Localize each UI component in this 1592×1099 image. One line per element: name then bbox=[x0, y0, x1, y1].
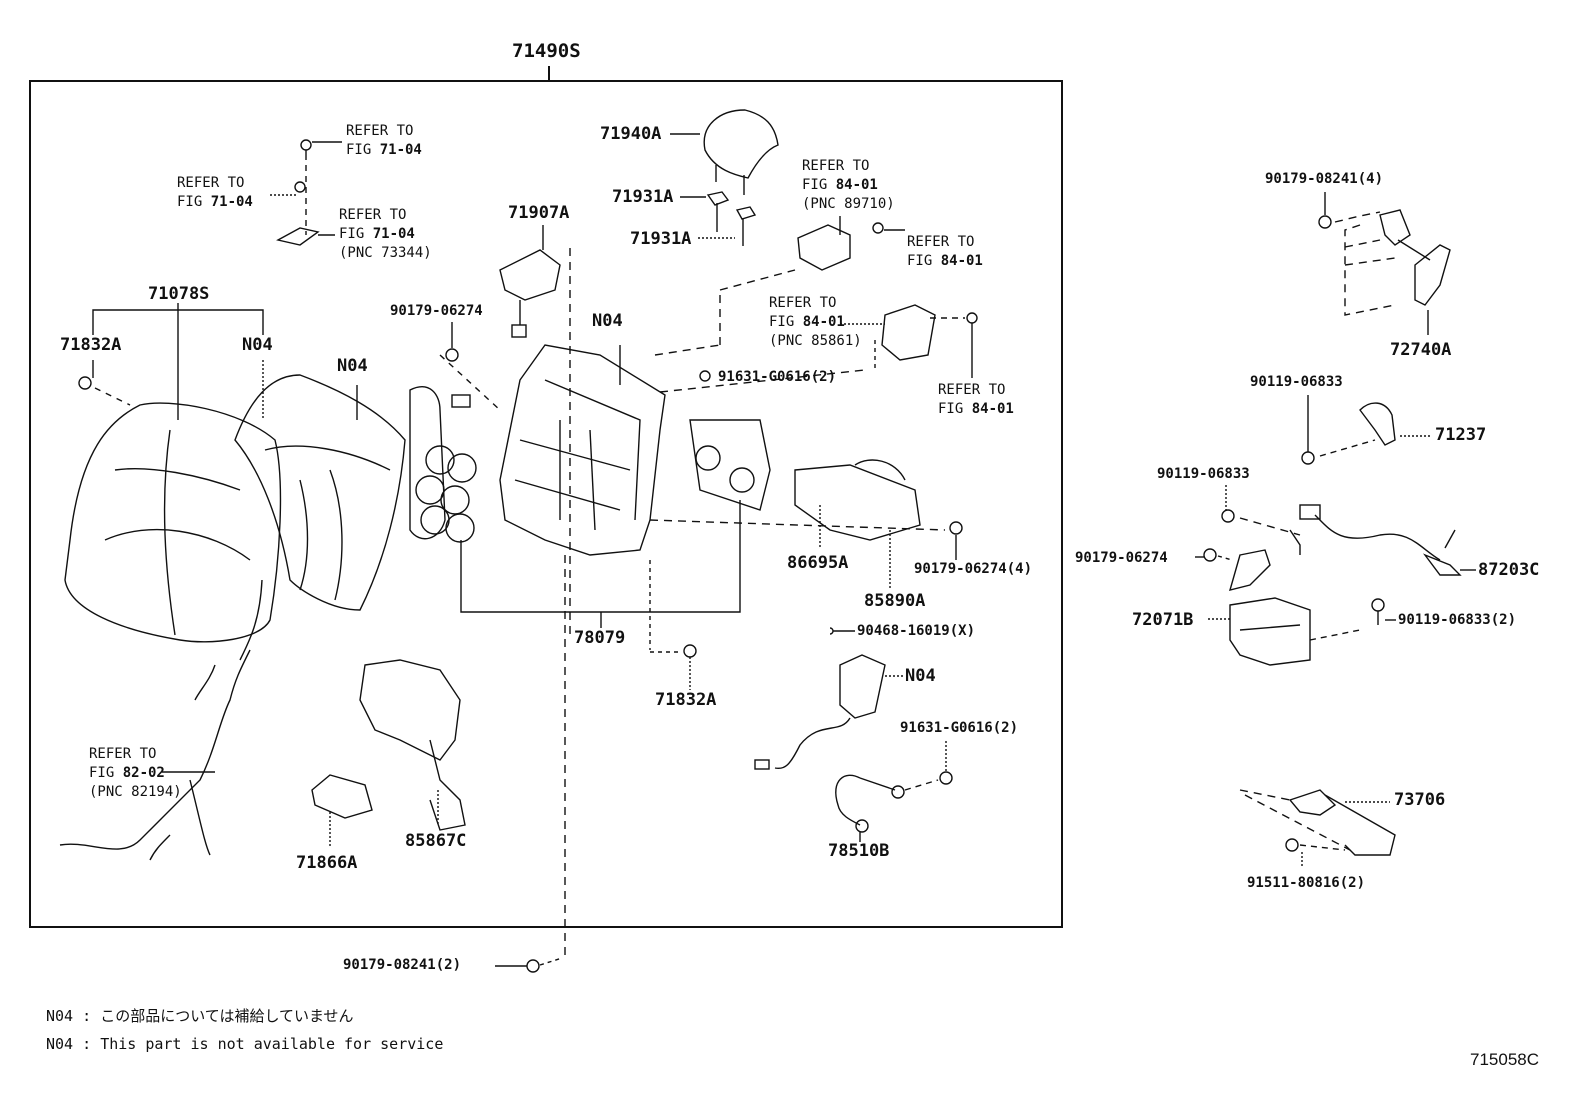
refer-text: REFER TO bbox=[907, 234, 975, 250]
label-71866A[interactable]: 71866A bbox=[296, 853, 358, 873]
control-module-shape bbox=[794, 464, 921, 541]
label-71832A-bottom[interactable]: 71832A bbox=[655, 690, 717, 710]
refer-fig-84-01-d[interactable]: REFER TO FIG 84-01 bbox=[938, 381, 1014, 419]
note-separator: : bbox=[82, 1007, 92, 1025]
fig-number: 84-01 bbox=[802, 314, 845, 330]
fig-number: 82-02 bbox=[122, 765, 165, 781]
fig-prefix: FIG bbox=[177, 194, 211, 210]
fig-prefix: FIG bbox=[802, 177, 836, 193]
seatback-frame-shape bbox=[499, 344, 666, 556]
label-85890A[interactable]: 85890A bbox=[864, 591, 926, 611]
label-71237[interactable]: 71237 bbox=[1435, 425, 1487, 445]
label-N04-a[interactable]: N04 bbox=[242, 335, 273, 355]
label-71078S[interactable]: 71078S bbox=[148, 284, 210, 304]
lumbar-unit-right-shape bbox=[689, 419, 771, 511]
headrest-shape bbox=[703, 109, 779, 179]
label-71940A[interactable]: 71940A bbox=[600, 124, 662, 144]
seatback-cover-shape bbox=[64, 402, 282, 643]
label-90179-08241-2[interactable]: 90179-08241(2) bbox=[343, 957, 462, 973]
refer-text: REFER TO bbox=[177, 175, 245, 191]
fig-number: 71-04 bbox=[379, 142, 422, 158]
fig-number: 84-01 bbox=[940, 253, 983, 269]
lumbar-unit-left-shape bbox=[409, 386, 446, 540]
pnc-text: (PNC 73344) bbox=[339, 245, 432, 261]
label-N04-c[interactable]: N04 bbox=[592, 311, 623, 331]
refer-fig-82-02[interactable]: REFER TO FIG 82-02 (PNC 82194) bbox=[89, 745, 182, 802]
label-71931A-1[interactable]: 71931A bbox=[612, 187, 674, 207]
label-90179-06274[interactable]: 90179-06274 bbox=[390, 303, 483, 319]
refer-text: REFER TO bbox=[339, 207, 407, 223]
fig-number: 71-04 bbox=[210, 194, 253, 210]
note-japanese: N04 : この部品については補給していません bbox=[46, 1005, 354, 1026]
refer-fig-84-01-b[interactable]: REFER TO FIG 84-01 bbox=[907, 233, 983, 271]
label-72071B[interactable]: 72071B bbox=[1132, 610, 1194, 630]
note-code: N04 bbox=[46, 1007, 74, 1025]
label-90179-06274-4[interactable]: 90179-06274(4) bbox=[914, 561, 1033, 577]
refer-text: REFER TO bbox=[769, 295, 837, 311]
refer-fig-84-01-a[interactable]: REFER TO FIG 84-01 (PNC 89710) bbox=[802, 157, 895, 214]
label-86695A[interactable]: 86695A bbox=[787, 553, 849, 573]
label-71931A-2[interactable]: 71931A bbox=[630, 229, 692, 249]
figure-number: 715058C bbox=[1470, 1050, 1540, 1069]
assembly-frame bbox=[29, 80, 1063, 928]
note-english: N04 : This part is not available for ser… bbox=[46, 1035, 443, 1053]
label-91631-G0616-b[interactable]: 91631-G0616(2) bbox=[900, 720, 1019, 736]
fig-prefix: FIG bbox=[769, 314, 803, 330]
label-N04-b[interactable]: N04 bbox=[337, 356, 368, 376]
fig-prefix: FIG bbox=[907, 253, 941, 269]
pnc-text: (PNC 82194) bbox=[89, 784, 182, 800]
refer-fig-71-04-c[interactable]: REFER TO FIG 71-04 (PNC 73344) bbox=[339, 206, 432, 263]
label-90119-06833-b[interactable]: 90119-06833 bbox=[1157, 466, 1250, 482]
note-code: N04 bbox=[46, 1035, 74, 1053]
label-90119-06833-a[interactable]: 90119-06833 bbox=[1250, 374, 1343, 390]
refer-text: REFER TO bbox=[346, 123, 414, 139]
refer-text: REFER TO bbox=[89, 746, 157, 762]
wire-harness-shape bbox=[59, 649, 251, 850]
label-71490S[interactable]: 71490S bbox=[512, 40, 581, 62]
label-91631-G0616-a[interactable]: 91631-G0616(2) bbox=[718, 369, 837, 385]
label-90179-06274-right[interactable]: 90179-06274 bbox=[1075, 550, 1168, 566]
label-71832A-top[interactable]: 71832A bbox=[60, 335, 122, 355]
label-72740A[interactable]: 72740A bbox=[1390, 340, 1452, 360]
label-87203C[interactable]: 87203C bbox=[1478, 560, 1540, 580]
refer-text: REFER TO bbox=[938, 382, 1006, 398]
label-90119-06833-2[interactable]: 90119-06833(2) bbox=[1398, 612, 1517, 628]
refer-fig-71-04-b[interactable]: REFER TO FIG 71-04 bbox=[177, 174, 253, 212]
refer-fig-84-01-c[interactable]: REFER TO FIG 84-01 (PNC 85861) bbox=[769, 294, 862, 351]
label-91511-80816[interactable]: 91511-80816(2) bbox=[1247, 875, 1366, 891]
pnc-text: (PNC 89710) bbox=[802, 196, 895, 212]
seatback-pad-shape bbox=[234, 374, 406, 611]
refer-text: REFER TO bbox=[802, 158, 870, 174]
label-71907A[interactable]: 71907A bbox=[508, 203, 570, 223]
pnc-text: (PNC 85861) bbox=[769, 333, 862, 349]
note-separator: : bbox=[82, 1035, 92, 1053]
note-text: This part is not available for service bbox=[100, 1035, 444, 1053]
label-85867C[interactable]: 85867C bbox=[405, 831, 467, 851]
label-78510B[interactable]: 78510B bbox=[828, 841, 890, 861]
fig-prefix: FIG bbox=[339, 226, 373, 242]
fig-prefix: FIG bbox=[938, 401, 972, 417]
recliner-motor-shape bbox=[1229, 597, 1311, 666]
label-73706[interactable]: 73706 bbox=[1394, 790, 1446, 810]
fig-number: 84-01 bbox=[835, 177, 878, 193]
refer-fig-71-04-a[interactable]: REFER TO FIG 71-04 bbox=[346, 122, 422, 160]
label-90468-16019[interactable]: 90468-16019(X) bbox=[857, 623, 976, 639]
fig-number: 71-04 bbox=[372, 226, 415, 242]
fig-prefix: FIG bbox=[346, 142, 380, 158]
label-N04-d[interactable]: N04 bbox=[905, 666, 936, 686]
fig-prefix: FIG bbox=[89, 765, 123, 781]
fig-number: 84-01 bbox=[971, 401, 1014, 417]
note-text: この部品については補給していません bbox=[100, 1007, 354, 1025]
label-78079[interactable]: 78079 bbox=[574, 628, 626, 648]
label-90179-08241-4[interactable]: 90179-08241(4) bbox=[1265, 171, 1384, 187]
